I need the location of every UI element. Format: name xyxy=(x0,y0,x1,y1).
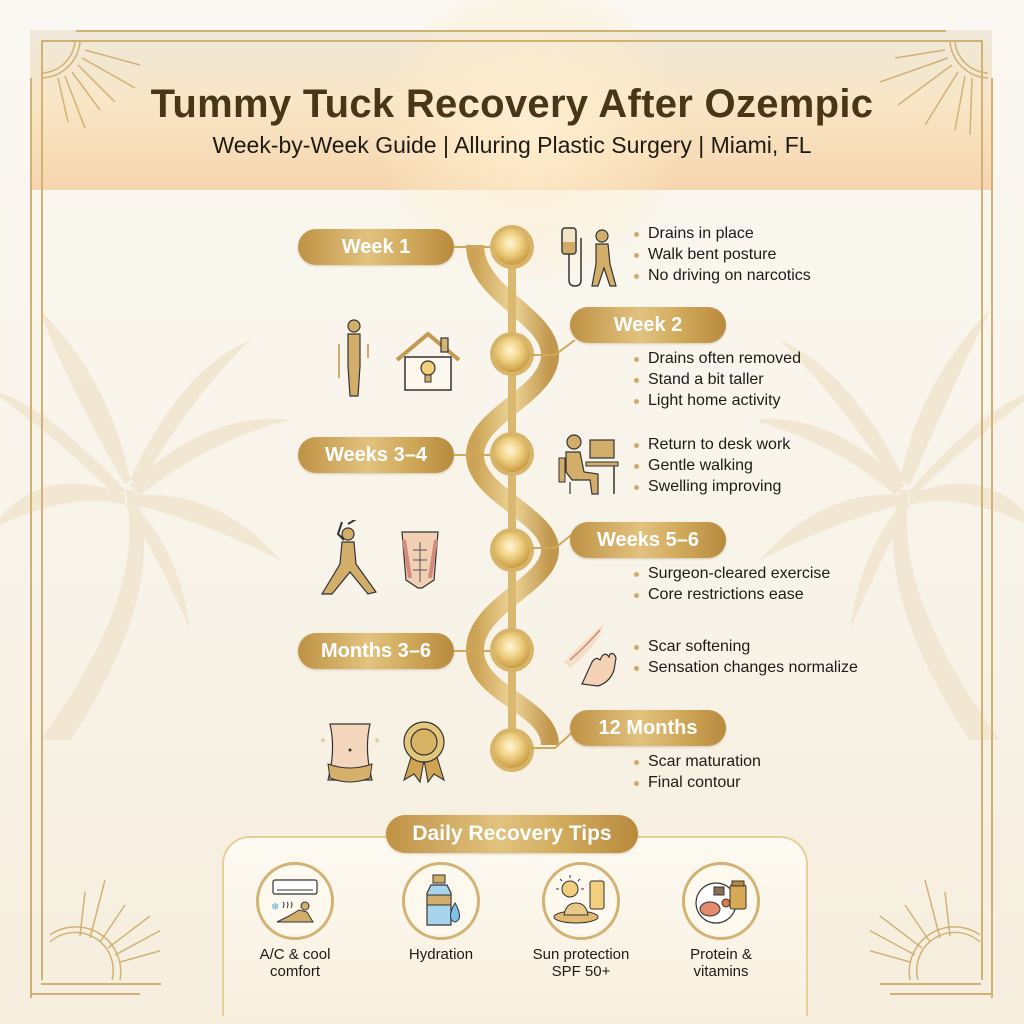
timeline-node-12-months xyxy=(494,732,530,768)
bullet-item: Light home activity xyxy=(632,390,801,411)
timeline-bullets-weeks-5-6: Surgeon-cleared exercise Core restrictio… xyxy=(632,563,830,605)
scar-hand-icon xyxy=(564,624,617,687)
connector-line xyxy=(530,531,576,549)
timeline-node-months-3-6 xyxy=(494,632,530,668)
timeline-pill-weeks-3-4: Weeks 3–4 xyxy=(298,437,454,473)
bullet-item: Final contour xyxy=(632,772,761,793)
bullet-item: Core restrictions ease xyxy=(632,584,830,605)
tip-label: Protein & vitamins xyxy=(646,946,796,980)
timeline-pill-week-1: Week 1 xyxy=(298,229,454,265)
svg-text:❄: ❄ xyxy=(271,902,279,913)
page-subtitle: Week-by-Week Guide | Alluring Plastic Su… xyxy=(212,132,812,158)
timeline-spine xyxy=(465,244,560,747)
tip-item-protein-vitamins: Protein & vitamins xyxy=(646,862,796,980)
timeline-pill-week-2: Week 2 xyxy=(570,307,726,343)
timeline-node-week-2 xyxy=(494,336,530,372)
tip-label-line: Hydration xyxy=(408,946,474,963)
tip-label-line: Protein & xyxy=(690,946,752,963)
bullet-item: Sensation changes normalize xyxy=(632,657,858,678)
timeline-bullets-week-1: Drains in place Walk bent posture No dri… xyxy=(632,223,811,286)
tip-label-line: vitamins xyxy=(693,963,749,980)
timeline-pill-12-months: 12 Months xyxy=(570,710,726,746)
timeline-node-weeks-3-4 xyxy=(494,436,530,472)
tip-item-sun-protection: Sun protection SPF 50+ xyxy=(506,862,656,980)
tip-label-line: A/C & cool xyxy=(259,946,331,963)
timeline-bullets-week-2: Drains often removed Stand a bit taller … xyxy=(632,348,801,411)
house-lightbulb-icon xyxy=(395,331,461,391)
tip-label-line: SPF 50+ xyxy=(551,963,611,980)
bullet-item: Drains in place xyxy=(632,223,811,244)
svg-text:+: + xyxy=(320,736,326,747)
air-conditioner-icon: ❄ xyxy=(256,862,334,940)
tip-label: A/C & cool comfort xyxy=(220,946,370,980)
timeline-bullets-months-3-6: Scar softening Sensation changes normali… xyxy=(632,636,858,678)
sunburst-corner-top-right-icon xyxy=(879,41,989,136)
tip-item-hydration: Hydration xyxy=(366,862,516,963)
tip-label-line: Sun protection xyxy=(532,946,630,963)
standing-person-icon xyxy=(338,319,369,397)
bullet-item: No driving on narcotics xyxy=(632,265,811,286)
timeline-node-week-1 xyxy=(494,229,530,265)
palm-tree-left-icon xyxy=(0,310,290,740)
abdomen-muscles-icon xyxy=(401,531,439,589)
bullet-item: Stand a bit taller xyxy=(632,369,801,390)
sunburst-corner-bottom-left-icon xyxy=(49,880,160,981)
sun-hat-sunscreen-icon xyxy=(542,862,620,940)
bullet-item: Scar softening xyxy=(632,636,858,657)
tip-label: Sun protection SPF 50+ xyxy=(506,946,656,980)
waist-contour-icon: ++ xyxy=(320,723,380,783)
tip-label-line: comfort xyxy=(269,963,320,980)
tip-label: Hydration xyxy=(366,946,516,963)
water-bottle-icon xyxy=(402,862,480,940)
bullet-item: Scar maturation xyxy=(632,751,761,772)
sunburst-corner-top-left-icon xyxy=(41,41,141,129)
connector-line xyxy=(530,340,576,356)
bullet-item: Drains often removed xyxy=(632,348,801,369)
yoga-pose-icon xyxy=(320,520,378,595)
award-ribbon-icon xyxy=(403,721,445,784)
svg-text:+: + xyxy=(374,736,380,747)
desk-work-icon xyxy=(558,434,619,495)
timeline-pill-weeks-5-6: Weeks 5–6 xyxy=(570,522,726,558)
bullet-item: Return to desk work xyxy=(632,434,790,455)
bullet-item: Swelling improving xyxy=(632,476,790,497)
timeline-pill-months-3-6: Months 3–6 xyxy=(298,633,454,669)
bullet-item: Walk bent posture xyxy=(632,244,811,265)
tip-item-ac: ❄ A/C & cool comfort xyxy=(220,862,370,980)
bullet-item: Surgeon-cleared exercise xyxy=(632,563,830,584)
timeline-bullets-weeks-3-4: Return to desk work Gentle walking Swell… xyxy=(632,434,790,497)
connector-line xyxy=(530,729,576,749)
page-title: Tummy Tuck Recovery After Ozempic xyxy=(150,82,874,126)
timeline-bullets-12-months: Scar maturation Final contour xyxy=(632,751,761,793)
tips-title: Daily Recovery Tips xyxy=(386,815,638,853)
palm-tree-right-icon xyxy=(760,310,1024,740)
bullet-item: Gentle walking xyxy=(632,455,790,476)
drain-bag-walking-person-icon xyxy=(561,227,617,287)
timeline-node-weeks-5-6 xyxy=(494,532,530,568)
sunburst-corner-bottom-right-icon xyxy=(870,880,981,981)
protein-plate-vitamins-icon xyxy=(682,862,760,940)
